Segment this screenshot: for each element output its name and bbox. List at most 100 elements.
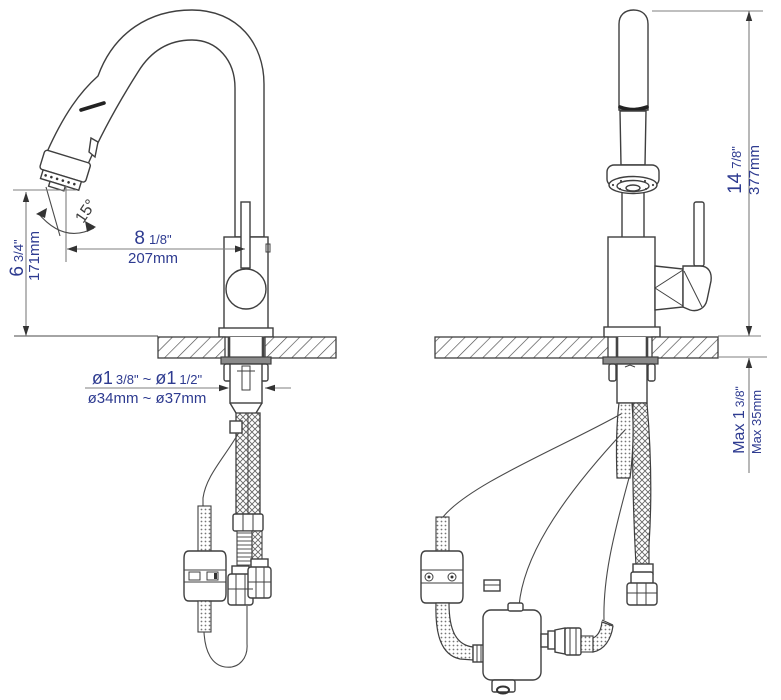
control-box-top-port	[507, 602, 524, 612]
nut-facets	[228, 567, 271, 605]
hole-arrow-right	[265, 384, 275, 392]
box-outlet-elbow	[592, 621, 614, 653]
height-arrow-top	[745, 11, 753, 21]
spout-seam	[79, 101, 106, 112]
pull-cable-upper	[202, 433, 239, 506]
shank-through-hole	[230, 337, 262, 358]
control-box	[482, 609, 542, 681]
mount-bolt-r1	[608, 363, 617, 382]
spout-clearance-label: 63/4"	[7, 239, 28, 277]
pull-cable-loop	[203, 606, 248, 668]
weight-latch	[214, 573, 217, 579]
spout-clearance-metric: 171mm	[26, 231, 43, 281]
sensor-cable-a	[442, 413, 622, 518]
weight-screw-1-center	[427, 575, 431, 579]
spray-axis-line	[45, 186, 61, 237]
faucet-body-right	[607, 236, 656, 332]
box-outlet-hose	[580, 635, 594, 653]
hose-weight-right	[420, 550, 464, 604]
hose-elbow-to-box	[435, 602, 474, 661]
counter-left-a	[157, 336, 226, 359]
wand-lower	[619, 110, 647, 166]
shank-stud	[241, 365, 251, 391]
box-outlet-cone	[554, 627, 566, 655]
sensor-cable-c	[603, 477, 630, 621]
handle-lever-right	[693, 201, 705, 267]
reach-arrow-left	[67, 245, 77, 253]
weight-screw-2-center	[450, 575, 454, 579]
box-inlet-ribs	[476, 645, 482, 662]
weight-window-2	[206, 571, 219, 581]
hole-diameter-metric: ø34mm ~ ø37mm	[88, 390, 207, 407]
pulldown-hose-upper-right	[435, 516, 450, 552]
max-deck-metric: Max 35mm	[749, 390, 764, 454]
spout-reach-metric: 207mm	[128, 250, 178, 267]
wand-upper	[618, 9, 649, 111]
pulldown-hose-right	[615, 402, 634, 479]
clearance-arrow-top	[22, 192, 30, 202]
weight-screw-2	[447, 572, 457, 582]
right-view	[420, 9, 719, 695]
base-flange-right	[603, 326, 661, 338]
handle-base-edge	[683, 270, 703, 308]
angle-arrow-left	[36, 208, 47, 218]
elbow-end-cap	[601, 619, 614, 626]
box-outlet-port2	[547, 630, 556, 650]
shank-right	[616, 363, 648, 404]
angle-arrow-right	[85, 221, 96, 232]
box-outlet-port1	[540, 633, 549, 648]
handle-lever-left	[240, 201, 251, 269]
supply-nut-facets	[627, 583, 657, 605]
pulldown-hose-upper	[197, 505, 212, 552]
deck-arrow-up	[745, 358, 753, 368]
shank-notch	[624, 364, 636, 368]
spray-head	[39, 149, 91, 192]
overall-height-metric: 377mm	[746, 145, 763, 195]
counter-right-a	[434, 336, 609, 359]
spray-nozzle-dots	[44, 174, 76, 186]
box-outlet-nut	[564, 627, 582, 656]
sprayer-trigger	[88, 136, 99, 159]
hex-fitting	[232, 513, 264, 532]
gooseneck-spout	[46, 9, 265, 238]
handle-cone-lines	[654, 269, 684, 307]
hose-connector-small	[229, 420, 243, 434]
counter-left-b	[264, 336, 337, 359]
supply-nut-lower	[626, 582, 658, 606]
overall-height-label: 147/8"	[725, 146, 746, 194]
shank-left	[229, 363, 263, 404]
weight-screw-1	[424, 572, 434, 582]
height-arrow-bottom	[745, 326, 753, 336]
supply-nut-upper	[630, 571, 654, 585]
wand-seam	[618, 105, 649, 112]
reach-arrow-right	[235, 245, 245, 253]
hose-weight-left	[183, 550, 227, 602]
handle-base	[682, 265, 712, 312]
pulldown-hose-lower	[197, 600, 212, 633]
body-notch	[265, 243, 271, 253]
base-flange-left	[218, 327, 274, 338]
mount-bolt-r2	[647, 363, 656, 382]
clearance-arrow-bottom	[22, 326, 30, 336]
left-view	[14, 9, 337, 668]
weight-window-1	[188, 571, 201, 581]
hole-arrow-left	[219, 384, 229, 392]
aerator-center	[625, 184, 641, 192]
sensor-cable-b	[518, 429, 626, 607]
counter-right-b	[651, 336, 719, 359]
shank-through-hole-right	[618, 337, 646, 358]
handle-knob	[225, 268, 267, 310]
shank-taper	[229, 402, 263, 414]
control-box-tab-hole	[496, 685, 510, 695]
mounting-washer-right	[602, 356, 659, 365]
supply-hose-right	[632, 402, 652, 567]
spray-angle-label: 15°	[72, 197, 100, 227]
mounting-washer-left	[220, 356, 272, 365]
spray-aerator-tip	[47, 180, 67, 192]
box-outlet-nut-facets	[569, 628, 577, 655]
